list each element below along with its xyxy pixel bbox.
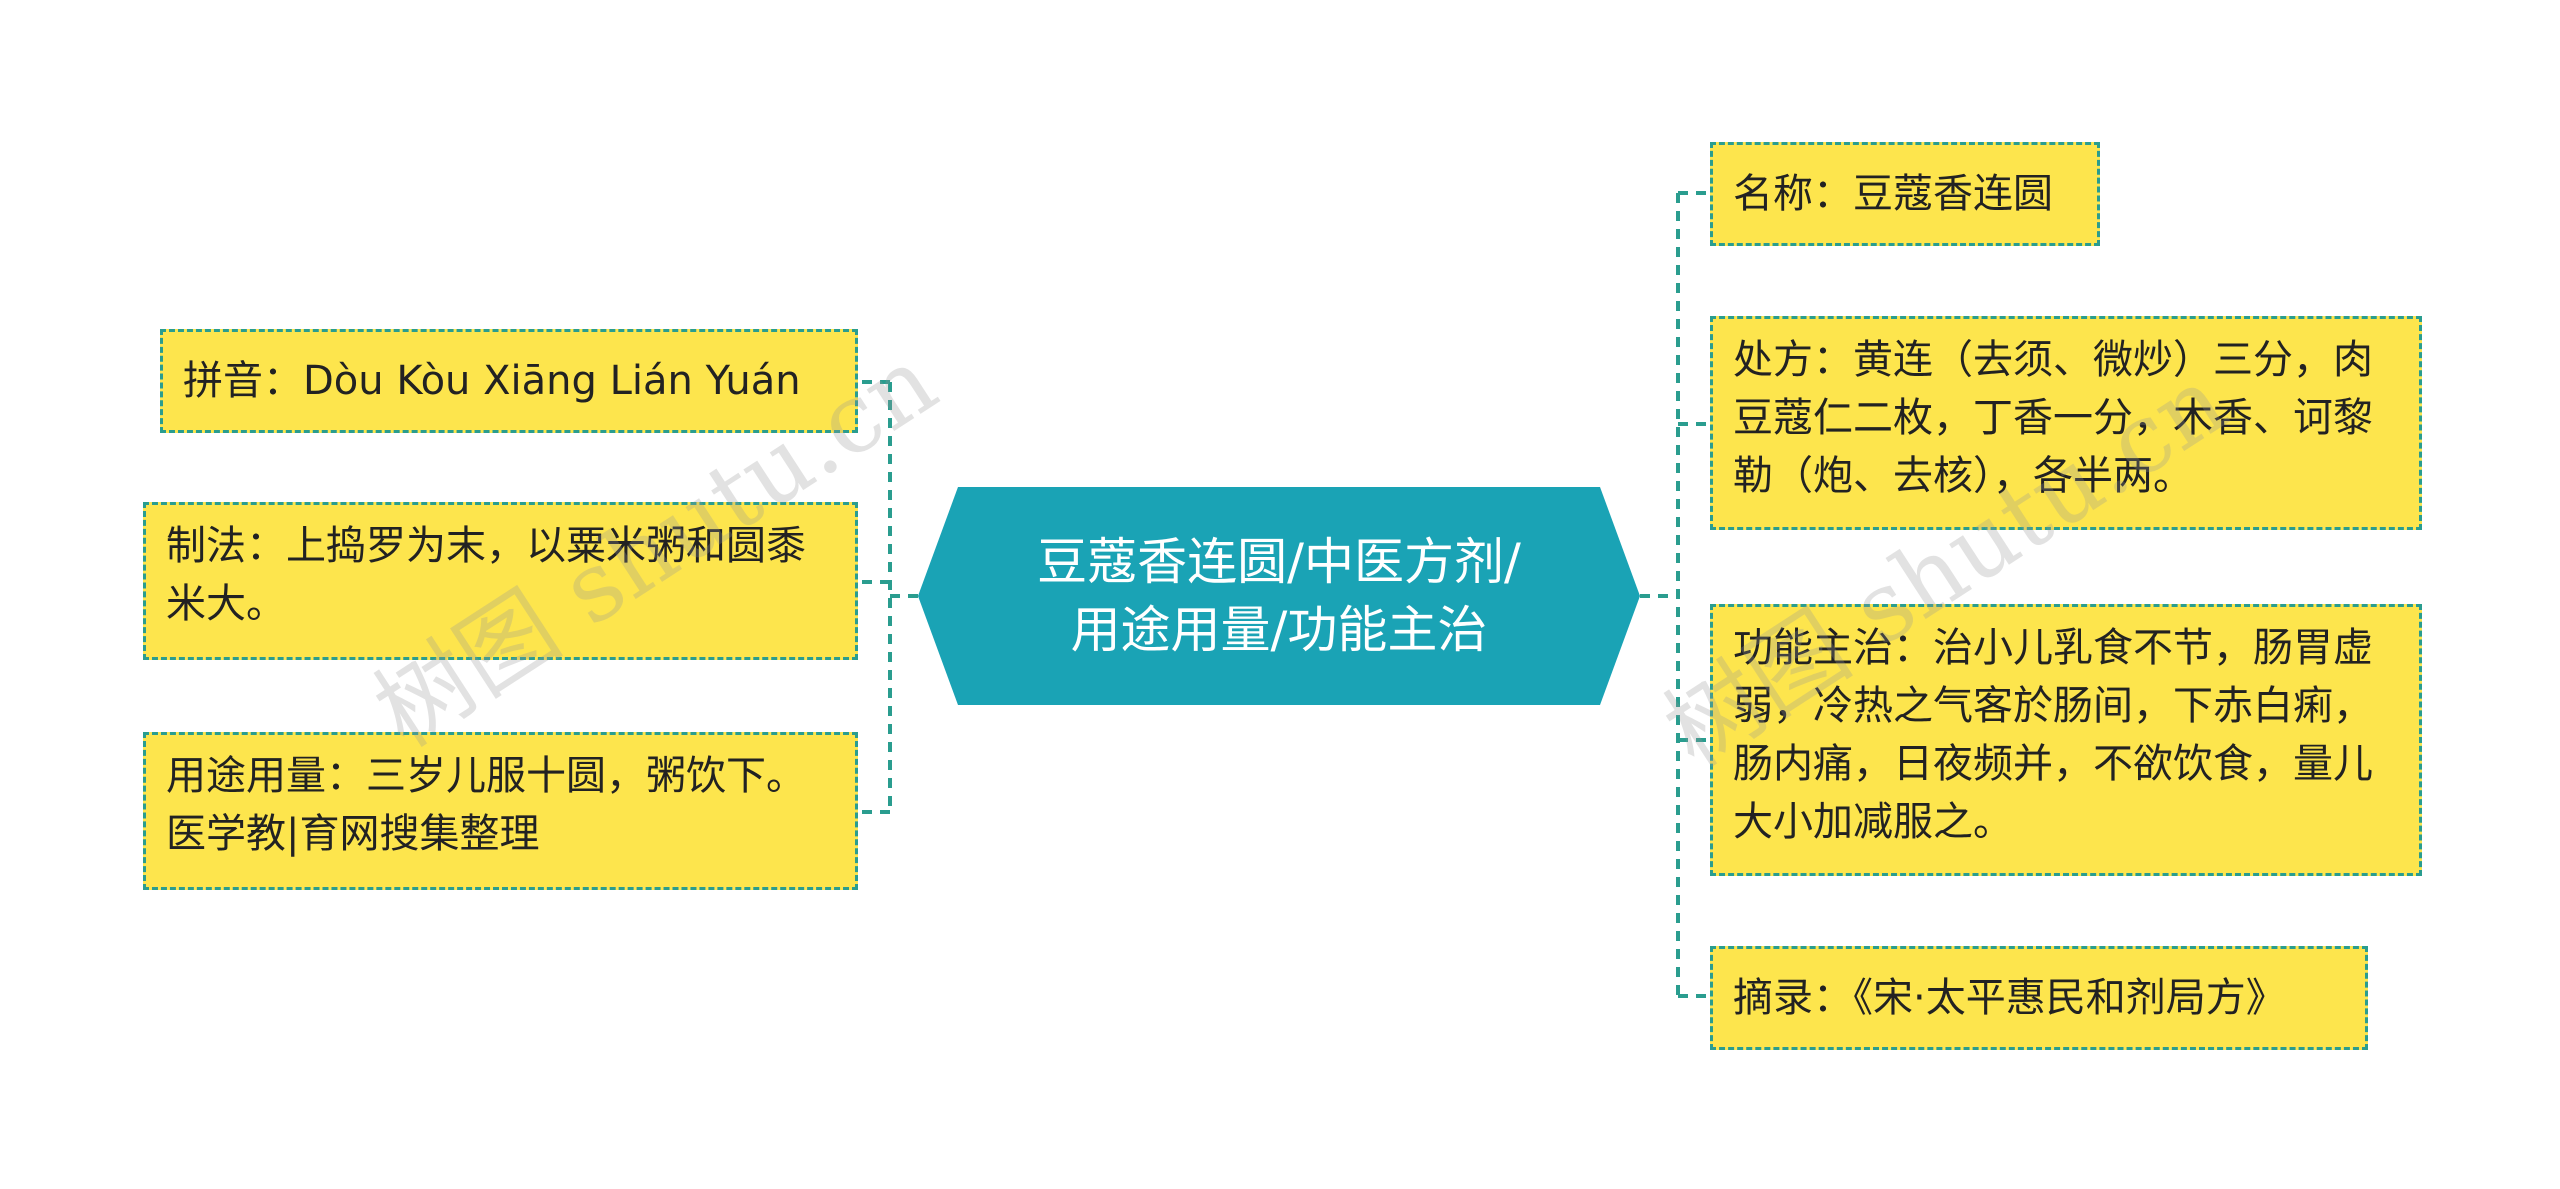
center-topic-label: 豆蔻香连圆/中医方剂/用途用量/功能主治 (1037, 533, 1521, 659)
center-topic[interactable]: 豆蔻香连圆/中医方剂/用途用量/功能主治 (918, 487, 1640, 705)
node-usage[interactable]: 用途用量：三岁儿服十圆，粥饮下。医学教|育网搜集整理 (143, 732, 858, 890)
node-method[interactable]: 制法：上捣罗为末，以粟米粥和圆黍米大。 (143, 502, 858, 660)
node-prescription-text: 处方：黄连（去须、微炒）三分，肉豆蔻仁二枚，丁香一分，木香、诃黎勒（炮、去核），… (1733, 337, 2373, 499)
center-hexagon-shape (918, 487, 1640, 705)
node-usage-text: 用途用量：三岁儿服十圆，粥饮下。医学教|育网搜集整理 (166, 753, 806, 857)
node-prescription[interactable]: 处方：黄连（去须、微炒）三分，肉豆蔻仁二枚，丁香一分，木香、诃黎勒（炮、去核），… (1710, 316, 2422, 530)
node-method-text: 制法：上捣罗为末，以粟米粥和圆黍米大。 (166, 523, 806, 627)
node-function[interactable]: 功能主治：治小儿乳食不节，肠胃虚弱，冷热之气客於肠间，下赤白痢，肠内痛，日夜频并… (1710, 604, 2422, 876)
node-source-text: 摘录：《宋·太平惠民和剂局方》 (1733, 975, 2286, 1021)
node-source[interactable]: 摘录：《宋·太平惠民和剂局方》 (1710, 946, 2368, 1050)
node-function-text: 功能主治：治小儿乳食不节，肠胃虚弱，冷热之气客於肠间，下赤白痢，肠内痛，日夜频并… (1733, 625, 2373, 845)
node-name-text: 名称：豆蔻香连圆 (1733, 171, 2053, 217)
node-name[interactable]: 名称：豆蔻香连圆 (1710, 142, 2100, 246)
node-pinyin-text: 拼音：Dòu Kòu Xiāng Lián Yuán (183, 358, 801, 404)
node-pinyin[interactable]: 拼音：Dòu Kòu Xiāng Lián Yuán (160, 329, 858, 433)
